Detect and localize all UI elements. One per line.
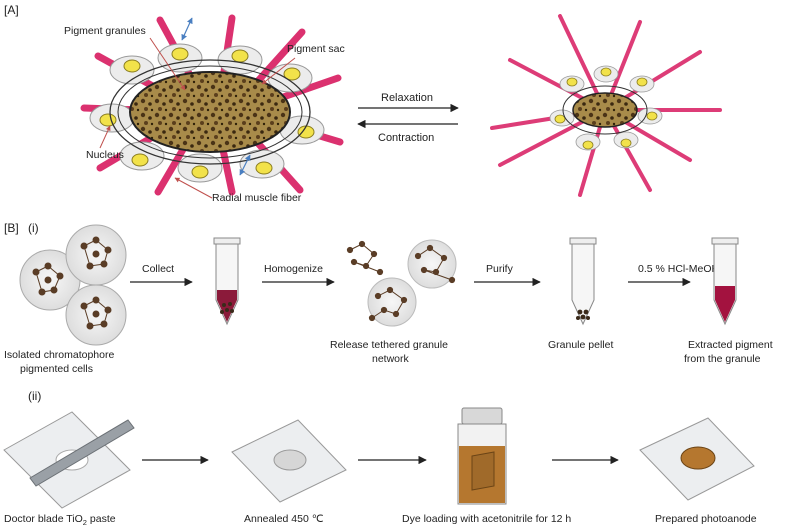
label-collect: Collect xyxy=(142,263,174,275)
label-prepared-photoanode: Prepared photoanode xyxy=(655,513,757,525)
prepared-photoanode xyxy=(639,417,755,501)
dye-vial xyxy=(457,407,507,505)
pigment-sac-ring xyxy=(109,59,311,165)
panel-a-label: [A] xyxy=(4,3,19,17)
tube-cells xyxy=(213,237,241,326)
label-hcl-meoh: 0.5 % HCl-MeOH xyxy=(638,263,719,275)
label-release-line2: network xyxy=(372,353,410,365)
label-doctor-blade: Doctor blade TiO2 paste xyxy=(4,513,116,527)
label-nucleus: Nucleus xyxy=(86,149,124,161)
label-release-line1: Release tethered granule xyxy=(330,339,448,351)
released-granule-network xyxy=(346,239,457,327)
label-extracted-line1: Extracted pigment xyxy=(688,339,773,351)
pigment-granule-core xyxy=(129,71,291,153)
label-isolated-line2: pigmented cells xyxy=(20,363,93,375)
label-granule-pellet: Granule pellet xyxy=(548,339,613,351)
motion-arrow-icon xyxy=(239,154,251,176)
chromatophore-expanded xyxy=(80,14,344,196)
label-dye-loading: Dye loading with acetonitrile for 12 h xyxy=(402,513,571,525)
label-pigment-granules: Pigment granules xyxy=(64,25,146,37)
label-pigment-sac: Pigment sac xyxy=(287,43,345,55)
panel-b-label: [B] xyxy=(4,221,19,235)
label-homogenize: Homogenize xyxy=(264,263,323,275)
label-isolated-line1: Isolated chromatophore xyxy=(4,349,114,361)
label-radial-muscle-fiber: Radial muscle fiber xyxy=(212,192,302,204)
doctor-blade-slide xyxy=(3,411,135,509)
label-extracted-line2: from the granule xyxy=(684,353,761,365)
tube-pellet xyxy=(569,237,597,326)
label-relaxation: Relaxation xyxy=(381,92,433,104)
motion-arrow-icon xyxy=(181,17,193,41)
annealed-slide xyxy=(231,419,347,503)
label-annealed: Annealed 450 ℃ xyxy=(244,513,324,525)
sub-panel-i-label: (i) xyxy=(28,221,39,235)
chromatophore-contracted xyxy=(490,14,722,197)
isolated-cells xyxy=(19,224,127,346)
label-contraction: Contraction xyxy=(378,132,434,144)
label-purify: Purify xyxy=(486,263,514,275)
tube-extracted-pigment xyxy=(711,237,739,326)
sub-panel-ii-label: (ii) xyxy=(28,389,41,403)
